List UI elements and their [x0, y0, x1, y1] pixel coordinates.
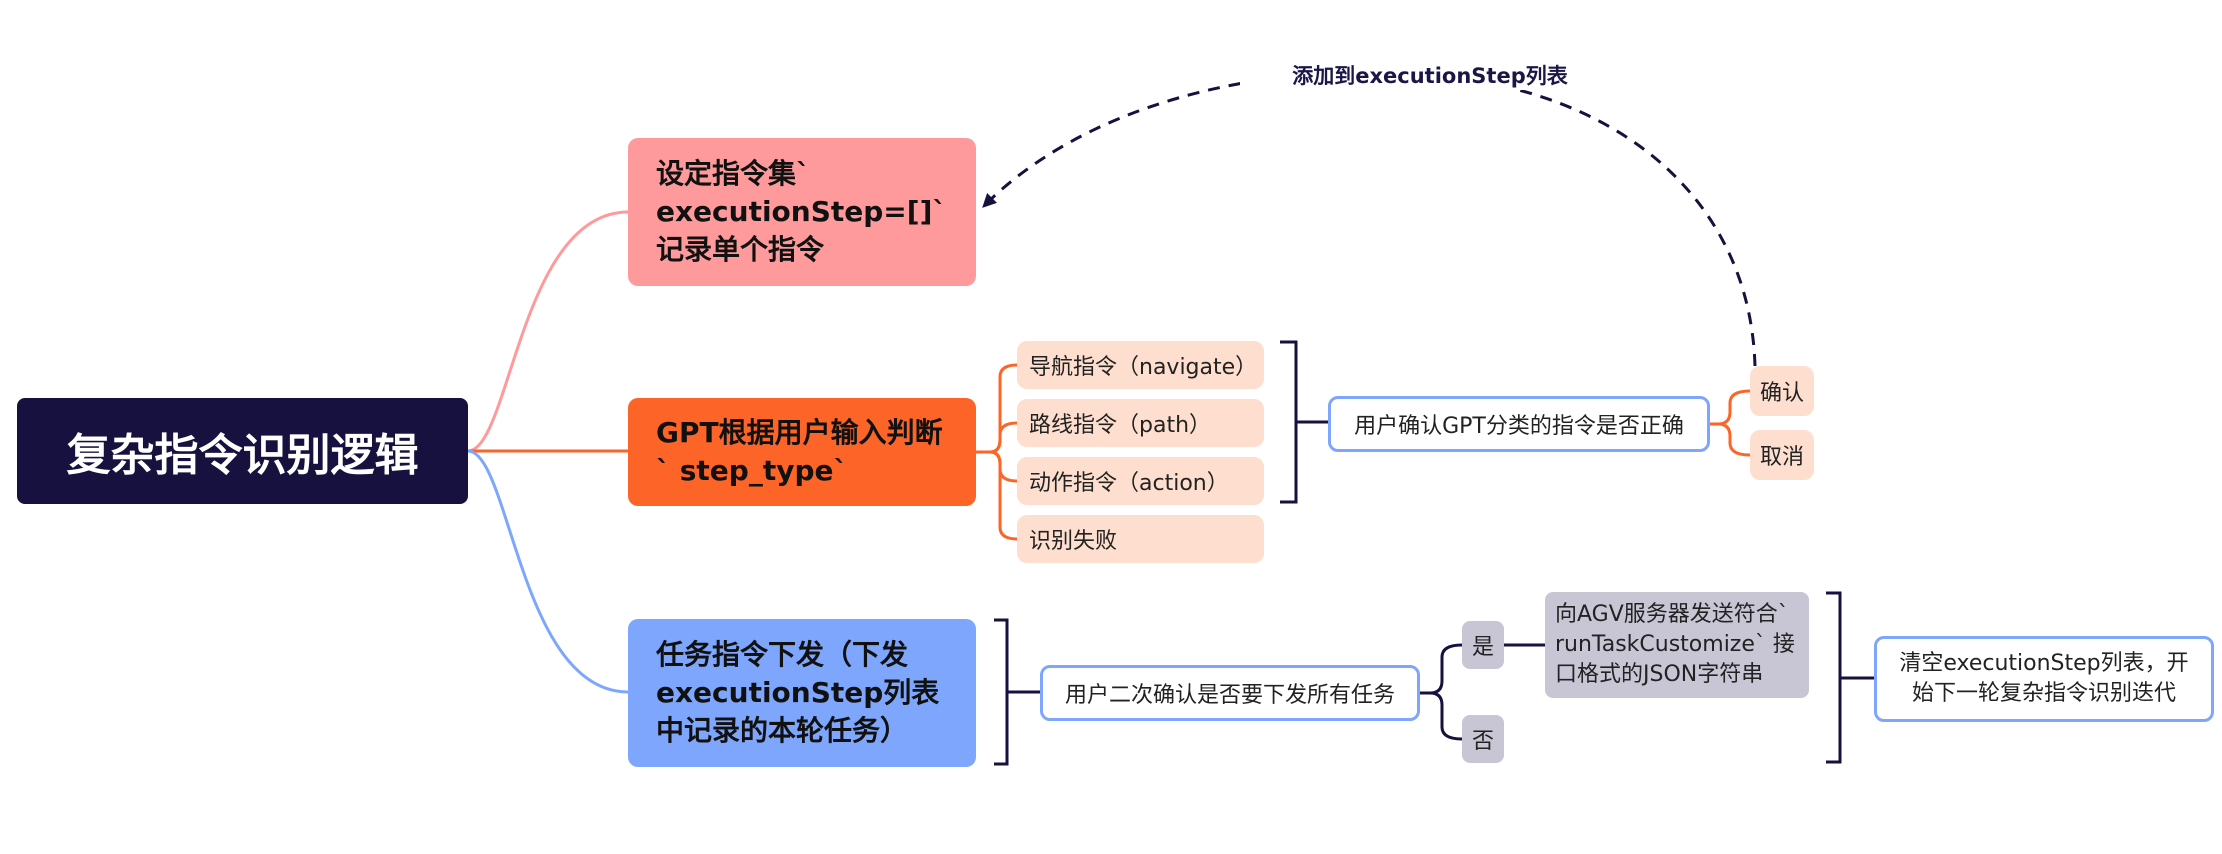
node-confirm[interactable]: 确认: [1750, 366, 1814, 416]
root-label: 复杂指令识别逻辑: [66, 430, 419, 481]
edge-gpt-action: [976, 450, 1018, 483]
edge-second-no: [1420, 691, 1463, 741]
node-no-label: 否: [1471, 729, 1494, 754]
node-second-confirm-label: 用户二次确认是否要下发所有任务: [1064, 683, 1395, 708]
node-path[interactable]: 路线指令（path）: [1017, 399, 1264, 447]
edge-second-yes: [1420, 643, 1463, 695]
node-gpt-label: GPT根据用户输入判断` step_type`: [656, 416, 943, 487]
node-user-confirm-label: 用户确认GPT分类的指令是否正确: [1354, 414, 1684, 439]
node-gpt-step-type[interactable]: GPT根据用户输入判断` step_type`: [628, 398, 976, 506]
root-node[interactable]: 复杂指令识别逻辑: [17, 398, 468, 504]
node-task-dispatch[interactable]: 任务指令下发（下发executionStep列表中记录的本轮任务）: [628, 619, 976, 767]
node-navigate[interactable]: 导航指令（navigate）: [1017, 341, 1264, 389]
node-no[interactable]: 否: [1462, 715, 1504, 763]
node-path-label: 路线指令（path）: [1029, 413, 1212, 438]
node-set-instruction[interactable]: 设定指令集` executionStep=[]` 记录单个指令: [628, 138, 976, 286]
node-clear-label: 清空executionStep列表，开始下一轮复杂指令识别迭代: [1899, 651, 2189, 706]
loop-arrow: [982, 70, 1757, 367]
node-set-label: 设定指令集` executionStep=[]` 记录单个指令: [656, 157, 947, 266]
edge-gpt-path: [976, 421, 1018, 454]
edge-userconfirm-cancel: [1710, 422, 1751, 457]
node-navigate-label: 导航指令（navigate）: [1029, 355, 1258, 380]
edge-gpt-navigate: [976, 363, 1018, 454]
node-fail-label: 识别失败: [1029, 529, 1118, 554]
node-clear-list[interactable]: 清空executionStep列表，开始下一轮复杂指令识别迭代: [1874, 636, 2214, 722]
node-cancel[interactable]: 取消: [1750, 430, 1814, 480]
bracket-step-types: [1280, 340, 1298, 504]
edge-userconfirm-confirm: [1710, 389, 1751, 426]
loop-label: 添加到executionStep列表: [1240, 60, 1620, 90]
node-task-label: 任务指令下发（下发executionStep列表中记录的本轮任务）: [656, 638, 940, 747]
node-action-label: 动作指令（action）: [1029, 471, 1229, 496]
node-send-json[interactable]: 向AGV服务器发送符合` runTaskCustomize` 接口格式的JSON…: [1545, 592, 1809, 698]
node-second-confirm[interactable]: 用户二次确认是否要下发所有任务: [1040, 665, 1420, 721]
edge-root-set: [467, 210, 629, 453]
bracket-task: [994, 618, 1009, 766]
node-yes[interactable]: 是: [1462, 621, 1504, 669]
node-fail[interactable]: 识别失败: [1017, 515, 1264, 563]
edge-gpt-fail: [976, 450, 1018, 541]
node-cancel-label: 取消: [1759, 445, 1804, 470]
node-send-label: 向AGV服务器发送符合` runTaskCustomize` 接口格式的JSON…: [1555, 602, 1795, 687]
node-confirm-label: 确认: [1759, 381, 1804, 406]
bracket-right: [1826, 591, 1842, 764]
node-user-confirm[interactable]: 用户确认GPT分类的指令是否正确: [1328, 396, 1710, 452]
edge-root-task: [467, 449, 629, 694]
node-action[interactable]: 动作指令（action）: [1017, 457, 1264, 505]
node-yes-label: 是: [1471, 635, 1494, 660]
